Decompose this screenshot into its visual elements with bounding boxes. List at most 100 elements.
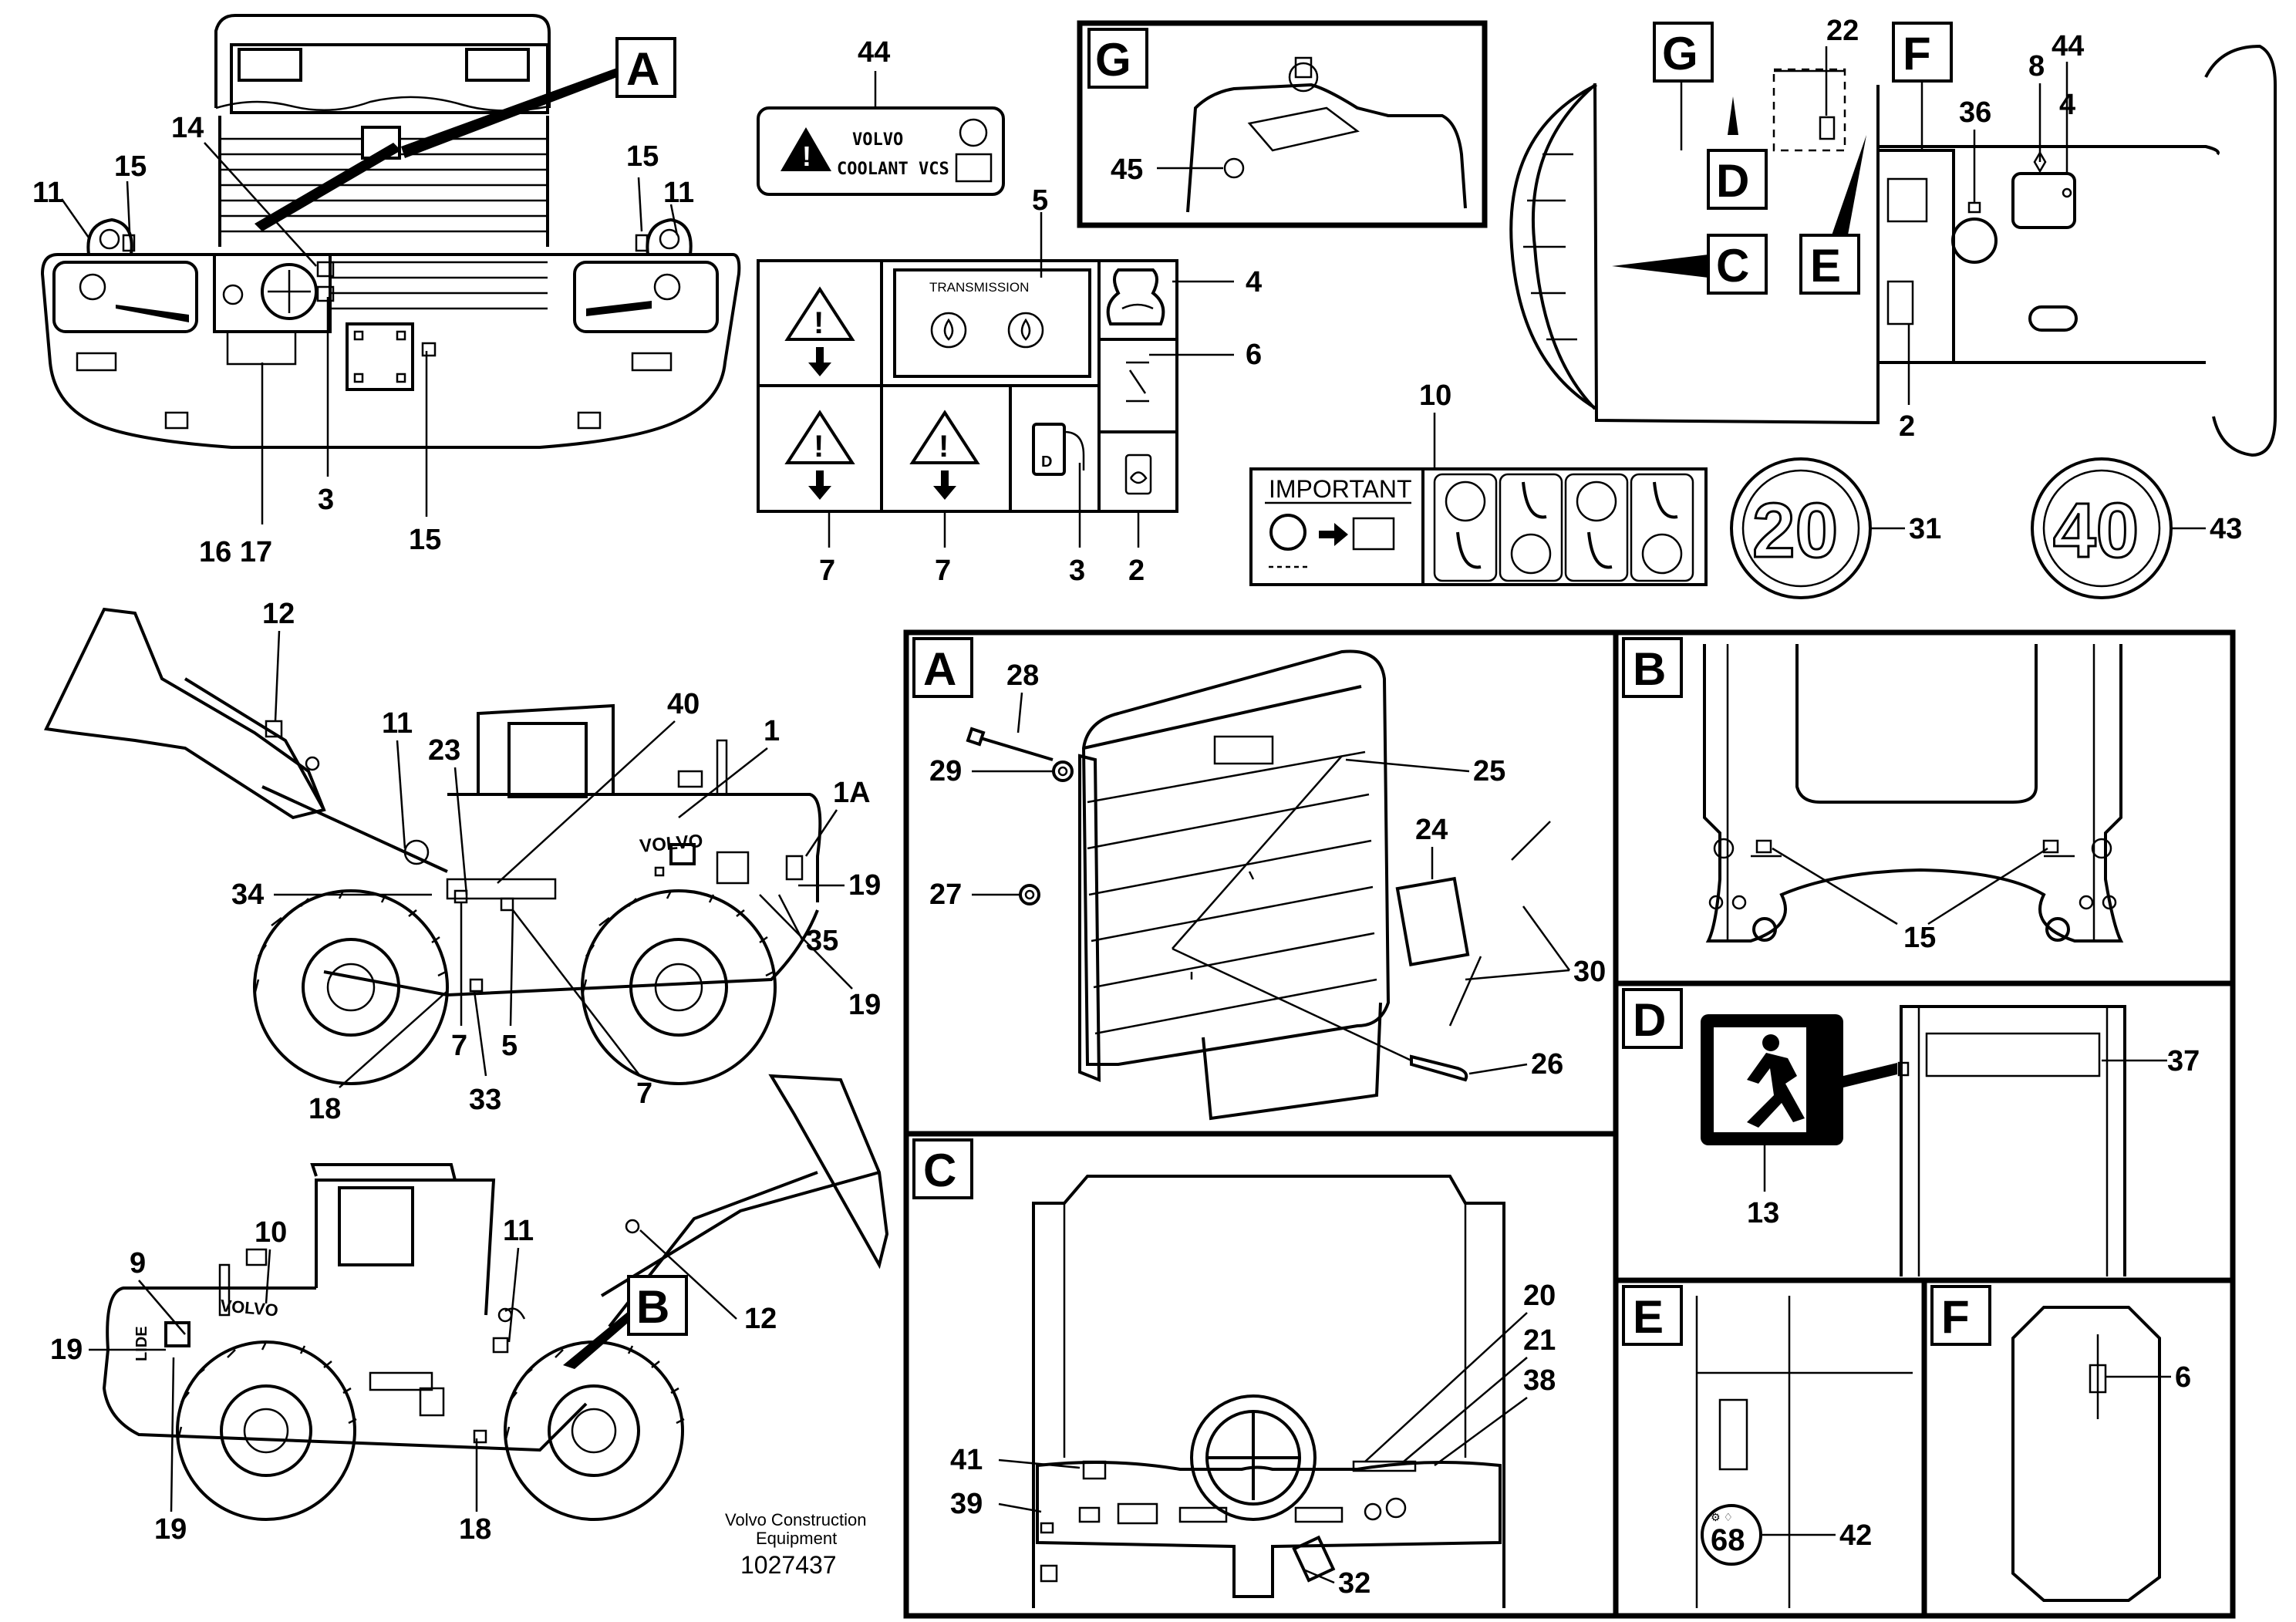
callout-39: 39: [950, 1488, 983, 1520]
panel-tag-a-front: A: [615, 37, 676, 98]
panel-f: F: [1921, 1277, 2236, 1619]
decal-44-coolant: ! VOLVO COOLANT VCS: [757, 106, 1005, 196]
callout-16-17: 16 17: [199, 536, 272, 568]
top-tag-g: G: [1653, 22, 1714, 150]
callout-1: 1: [764, 715, 780, 747]
callout-19-side2-b: 19: [154, 1513, 187, 1546]
top-view-cab: [1509, 44, 2277, 457]
svg-text:E: E: [1810, 240, 1841, 292]
callout-44-decal: 44: [858, 36, 890, 69]
top-tag-d: D: [1707, 96, 1768, 210]
callout-38: 38: [1523, 1364, 1556, 1397]
callout-22: 22: [1826, 15, 1859, 47]
side-view-right: VOLVO LIDE: [102, 1074, 889, 1521]
callout-33: 33: [469, 1084, 501, 1116]
panel-e: E 68 ⚙ ♢: [1613, 1277, 1927, 1619]
side-view-left: VOLVO: [44, 607, 822, 1085]
callout-29: 29: [929, 755, 962, 787]
svg-text:⚙ ♢: ⚙ ♢: [1711, 1511, 1733, 1523]
callout-20: 20: [1523, 1280, 1556, 1312]
svg-text:E: E: [1633, 1291, 1664, 1343]
svg-text:A: A: [626, 43, 659, 95]
callout-15-right: 15: [626, 140, 659, 173]
callout-21: 21: [1523, 1324, 1556, 1357]
svg-text:C: C: [923, 1145, 956, 1196]
callout-3-front: 3: [318, 484, 334, 516]
callout-4: 4: [1246, 266, 1262, 298]
svg-text:C: C: [1716, 240, 1749, 292]
callout-6: 6: [1246, 339, 1262, 371]
svg-text:Equipment: Equipment: [756, 1529, 837, 1548]
callout-6-panel-f: 6: [2175, 1361, 2191, 1394]
svg-text:F: F: [1941, 1291, 1970, 1343]
callout-11-side1: 11: [382, 707, 413, 740]
callout-10-side2: 10: [255, 1216, 287, 1249]
callout-32: 32: [1338, 1567, 1371, 1600]
callout-18-side2: 18: [459, 1513, 491, 1546]
panel-g: G: [1077, 20, 1488, 228]
callout-26: 26: [1531, 1048, 1563, 1081]
top-tag-c: C: [1612, 234, 1768, 295]
callout-19-side1-b: 19: [848, 989, 881, 1021]
callout-18-side1: 18: [308, 1093, 341, 1125]
side-tag-b: B: [563, 1275, 688, 1369]
svg-text:Volvo Construction: Volvo Construction: [725, 1510, 866, 1529]
callout-41: 41: [950, 1444, 983, 1476]
callout-2: 2: [1128, 555, 1145, 587]
panel-a: A: [903, 629, 1619, 1137]
svg-text:TRANSMISSION: TRANSMISSION: [929, 280, 1029, 295]
callout-35: 35: [806, 925, 838, 957]
speed-decal-40: 40: [2031, 457, 2173, 599]
svg-text:G: G: [1095, 34, 1131, 86]
callout-19-side2-a: 19: [50, 1334, 83, 1366]
callout-2-top: 2: [1899, 410, 1915, 443]
svg-text:IMPORTANT: IMPORTANT: [1269, 475, 1411, 503]
decal-grid: TRANSMISSION ! ! ! D: [757, 259, 1178, 513]
callout-34: 34: [231, 878, 264, 911]
callout-27: 27: [929, 878, 962, 911]
callout-10: 10: [1419, 379, 1451, 412]
front-view: [40, 14, 741, 524]
svg-text:G: G: [1662, 28, 1698, 79]
callout-31: 31: [1909, 513, 1941, 545]
callout-4-top: 4: [2059, 89, 2075, 121]
callout-45: 45: [1111, 153, 1143, 186]
callout-23: 23: [428, 734, 460, 767]
lift-plate: [346, 322, 414, 391]
panel-c: C: [903, 1131, 1619, 1619]
svg-text:!: !: [814, 430, 824, 464]
callout-40: 40: [667, 688, 700, 720]
callout-7-side1-a: 7: [451, 1030, 467, 1062]
svg-text:!: !: [814, 306, 824, 340]
svg-text:COOLANT VCS: COOLANT VCS: [837, 160, 949, 179]
top-tag-f: F: [1892, 22, 1953, 150]
callout-15-panel-b: 15: [1903, 922, 1936, 954]
callout-12-side1: 12: [262, 598, 295, 630]
callout-13: 13: [1747, 1197, 1779, 1229]
callout-15-bottom: 15: [409, 524, 441, 556]
callout-43: 43: [2210, 513, 2242, 545]
footer-credits: Volvo Construction Equipment 1027437: [725, 1510, 866, 1579]
callout-36: 36: [1959, 96, 1991, 129]
callout-5: 5: [1032, 184, 1048, 217]
callout-11-right: 11: [663, 177, 694, 209]
callout-19-side1-a: 19: [848, 869, 881, 902]
svg-text:A: A: [923, 643, 956, 695]
svg-text:D: D: [1716, 155, 1749, 207]
callout-30: 30: [1573, 956, 1606, 988]
svg-text:B: B: [1633, 643, 1666, 695]
top-tag-e: E: [1799, 135, 1866, 295]
svg-text:40: 40: [2053, 487, 2139, 574]
svg-text:VOLVO: VOLVO: [220, 1296, 279, 1320]
callout-42: 42: [1839, 1519, 1872, 1552]
svg-text:B: B: [636, 1281, 669, 1333]
svg-text:LIDE: LIDE: [133, 1326, 150, 1361]
callout-3: 3: [1069, 555, 1085, 587]
svg-text:D: D: [1633, 994, 1666, 1046]
svg-text:68: 68: [1711, 1523, 1745, 1557]
callout-14: 14: [171, 112, 204, 144]
callout-25: 25: [1473, 755, 1505, 787]
callout-37: 37: [2167, 1045, 2200, 1077]
svg-text:!: !: [802, 140, 811, 172]
